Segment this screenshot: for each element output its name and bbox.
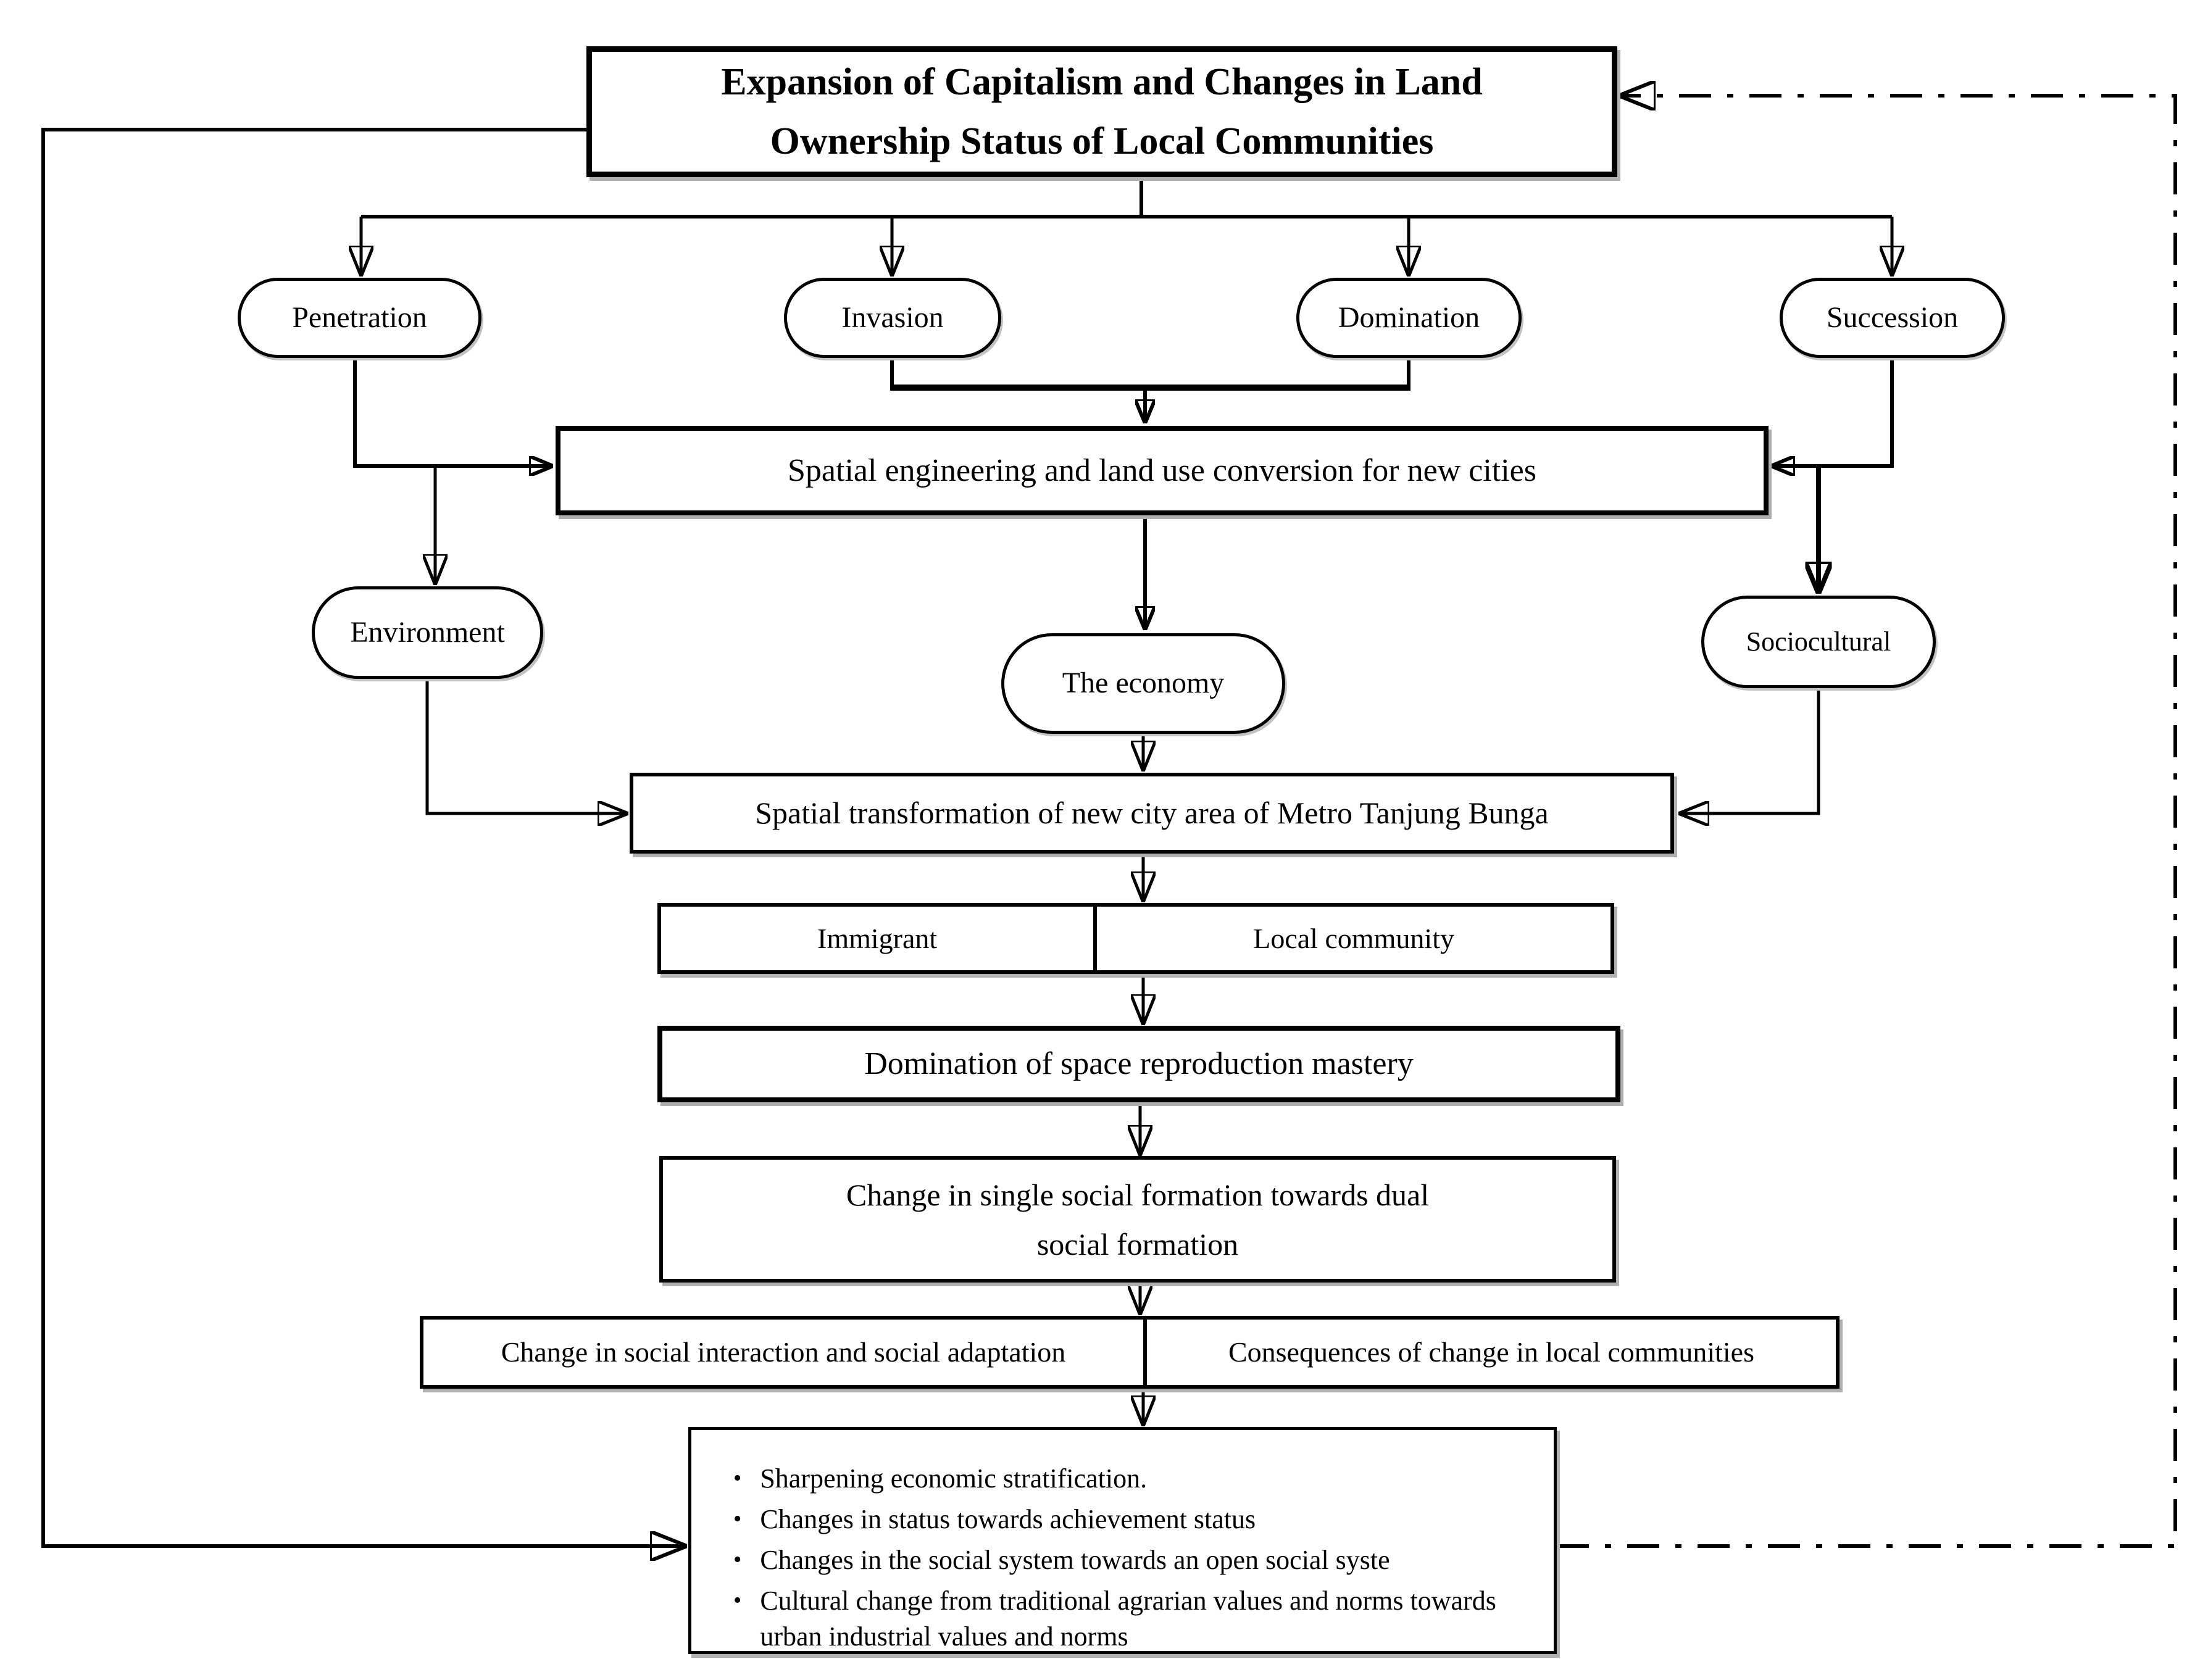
title-line-1: Expansion of Capitalism and Changes in L… <box>721 60 1483 103</box>
node-change-formation: Change in single social formation toward… <box>659 1156 1616 1283</box>
invasion-label: Invasion <box>841 301 944 334</box>
node-spatial-engineering: Spatial engineering and land use convers… <box>556 426 1769 515</box>
cell-consequences: Consequences of change in local communit… <box>1147 1320 1836 1385</box>
succession-label: Succession <box>1826 301 1959 334</box>
node-succession: Succession <box>1780 278 2005 358</box>
cell-change-interaction: Change in social interaction and social … <box>423 1320 1147 1385</box>
node-spatial-transformation: Spatial transformation of new city area … <box>630 773 1674 854</box>
connector-sociocultural-to-transformation <box>1681 688 1820 813</box>
outcome-text: Cultural change from traditional agraria… <box>760 1586 1496 1652</box>
environment-label: Environment <box>350 615 505 649</box>
economy-label: The economy <box>1062 667 1225 700</box>
spatial-transformation-label: Spatial transformation of new city area … <box>755 796 1549 830</box>
node-interaction-consequences-split: Change in social interaction and social … <box>420 1316 1840 1389</box>
connector-penetration-route <box>353 358 551 466</box>
node-environment: Environment <box>312 586 543 679</box>
immigrant-label: Immigrant <box>817 922 938 954</box>
outcome-item: • Changes in status towards achievement … <box>733 1502 1519 1537</box>
node-outcomes: • Sharpening economic stratification. • … <box>688 1427 1557 1654</box>
outcome-item: • Changes in the social system towards a… <box>733 1542 1519 1578</box>
connector-succession-route <box>1773 358 1894 466</box>
bullet-glyph: • <box>733 1587 742 1614</box>
consequences-label: Consequences of change in local communit… <box>1228 1336 1755 1368</box>
local-community-label: Local community <box>1253 922 1454 954</box>
node-penetration: Penetration <box>238 278 481 358</box>
bullet-glyph: • <box>733 1506 742 1532</box>
outcome-text: Changes in status towards achievement st… <box>760 1504 1256 1535</box>
outcome-item: • Sharpening economic stratification. <box>733 1461 1519 1497</box>
change-formation-line-1: Change in single social formation toward… <box>846 1177 1430 1212</box>
change-formation-line-2: social formation <box>1036 1226 1239 1262</box>
bullet-glyph: • <box>733 1547 742 1573</box>
node-invasion: Invasion <box>784 278 1001 358</box>
connector-feedback-left <box>41 128 683 1546</box>
domination-space-label: Domination of space reproduction mastery <box>864 1046 1414 1082</box>
node-immigrant-local-split: Immigrant Local community <box>657 903 1614 974</box>
node-title: Expansion of Capitalism and Changes in L… <box>586 46 1617 177</box>
domination-label: Domination <box>1338 301 1480 334</box>
node-domination-space: Domination of space reproduction mastery <box>657 1026 1620 1102</box>
node-sociocultural: Sociocultural <box>1701 596 1936 688</box>
outcomes-list: • Sharpening economic stratification. • … <box>733 1456 1519 1660</box>
change-interaction-label: Change in social interaction and social … <box>501 1336 1066 1368</box>
node-domination: Domination <box>1296 278 1522 358</box>
spatial-engineering-label: Spatial engineering and land use convers… <box>788 452 1536 488</box>
outcome-text: Changes in the social system towards an … <box>760 1545 1390 1576</box>
connector-environment-to-transformation <box>425 679 625 813</box>
connector-feedback-dashdot <box>1557 96 2177 1548</box>
cell-local-community: Local community <box>1097 907 1610 970</box>
node-economy: The economy <box>1001 633 1285 734</box>
title-line-2: Ownership Status of Local Communities <box>770 120 1434 162</box>
sociocultural-label: Sociocultural <box>1746 626 1891 657</box>
cell-immigrant: Immigrant <box>661 907 1098 970</box>
penetration-label: Penetration <box>292 301 427 334</box>
bullet-glyph: • <box>733 1465 742 1491</box>
outcome-text: Sharpening economic stratification. <box>760 1463 1148 1494</box>
outcome-item: • Cultural change from traditional agrar… <box>733 1583 1519 1655</box>
connector-title-distribution <box>361 177 1892 218</box>
